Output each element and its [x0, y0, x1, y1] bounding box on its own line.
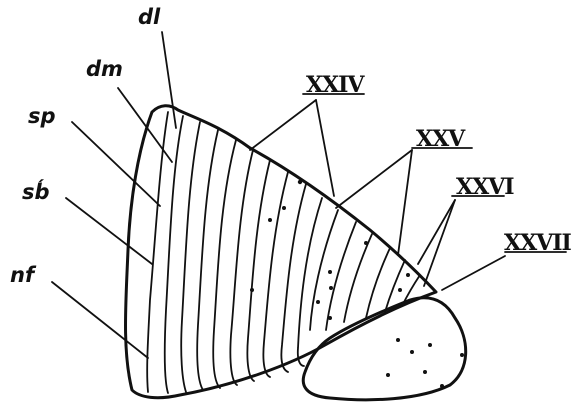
segment-stripes	[147, 112, 420, 393]
label-nf: nf	[10, 263, 37, 287]
label-xxv: XXV	[416, 126, 466, 152]
label-xxiv: XXIV	[306, 72, 365, 98]
label-dl: dl	[138, 5, 161, 29]
label-sb: sb́	[22, 179, 50, 204]
label-sp: sp	[28, 104, 56, 128]
segment-leader-lines	[250, 94, 566, 290]
label-xxvi: XXVI	[456, 174, 514, 200]
label-xxvii: XXVII	[504, 230, 571, 256]
label-dm: dm	[86, 57, 123, 81]
